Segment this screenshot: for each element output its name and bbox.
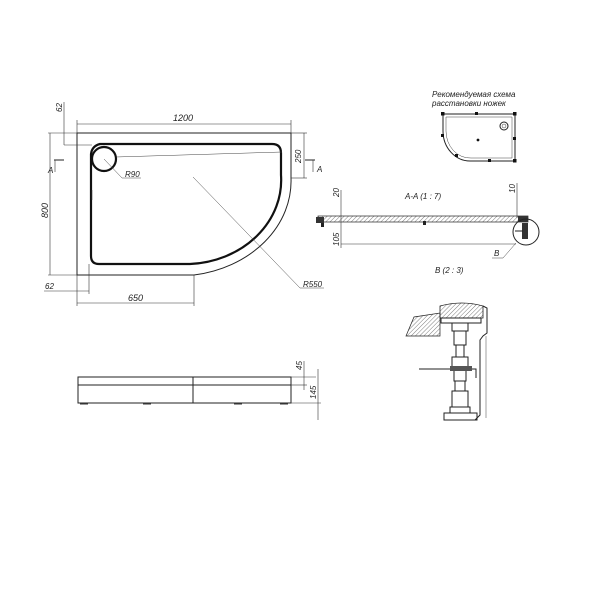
svg-text:1200: 1200	[173, 113, 193, 123]
tray-basin	[89, 142, 283, 266]
dim-width: 1200	[76, 113, 292, 133]
dim-depth: 800	[40, 132, 77, 276]
svg-text:45: 45	[295, 361, 304, 370]
svg-text:B: B	[494, 249, 500, 258]
svg-text:расстановки ножек: расстановки ножек	[431, 99, 507, 108]
plan-view: 1200 62 800 A 250	[40, 102, 324, 306]
label-drain-radius: R90	[103, 158, 141, 179]
svg-text:10: 10	[508, 184, 517, 193]
section-view: A-A (1 : 7) 20 105 10 B	[316, 183, 540, 259]
svg-text:B (2 : 3): B (2 : 3)	[435, 266, 464, 275]
svg-text:20: 20	[332, 188, 341, 198]
legs-scheme: Рекомендуемая схема расстановки ножек	[431, 90, 517, 163]
svg-text:R90: R90	[125, 170, 140, 179]
dim-side: 250	[291, 132, 307, 179]
svg-text:800: 800	[40, 203, 50, 218]
svg-text:145: 145	[309, 385, 318, 399]
svg-text:A-A (1 : 7): A-A (1 : 7)	[404, 192, 441, 201]
svg-text:62: 62	[55, 103, 64, 112]
svg-text:A: A	[316, 165, 322, 174]
svg-text:A: A	[47, 166, 53, 175]
side-view: 45 145	[77, 361, 321, 420]
section-marker-left: A	[47, 159, 64, 175]
detail-view: B (2 : 3)	[405, 266, 488, 421]
svg-text:250: 250	[294, 149, 303, 164]
dim-top-offset: 62	[55, 102, 92, 146]
dim-straight-length: 650	[76, 275, 195, 306]
drain-circle	[90, 145, 118, 173]
section-marker-right: A	[305, 159, 322, 174]
dim-left-offset: 62	[44, 264, 90, 294]
svg-text:105: 105	[332, 232, 341, 246]
svg-text:650: 650	[128, 293, 143, 303]
label-arc-radius: R550	[192, 176, 324, 289]
tray-outline	[76, 132, 292, 276]
svg-text:R550: R550	[303, 280, 323, 289]
svg-text:Рекомендуемая схема: Рекомендуемая схема	[432, 90, 516, 99]
svg-text:62: 62	[45, 282, 54, 291]
